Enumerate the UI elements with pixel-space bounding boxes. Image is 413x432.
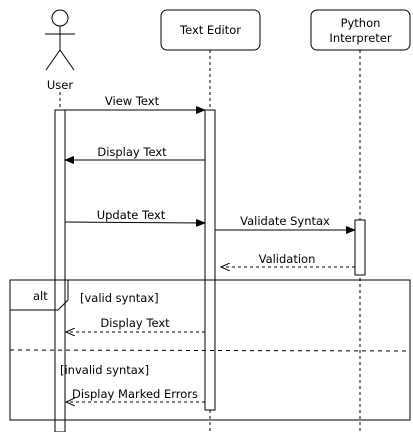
editor-activation (204, 109, 216, 411)
message-view-text: View Text (65, 94, 206, 114)
user-actor[interactable]: User (45, 9, 75, 92)
user-label: User (47, 78, 73, 92)
message-label: Display Text (100, 316, 170, 330)
message-label: Validate Syntax (240, 214, 330, 228)
editor-label: Text Editor (179, 23, 241, 37)
guard-invalid-syntax: [invalid syntax] (60, 363, 149, 377)
message-display-text-valid: Display Text (66, 316, 205, 332)
python-label-line1: Python (341, 16, 381, 30)
message-update-text: Update Text (64, 208, 206, 227)
message-label: Validation (259, 252, 316, 266)
message-label: Display Text (97, 145, 167, 159)
guard-valid-syntax: [valid syntax] (80, 291, 159, 305)
message-display-text: Display Text (64, 145, 205, 164)
text-editor-participant[interactable]: Text Editor (160, 9, 261, 51)
python-label-line2: Interpreter (329, 31, 391, 45)
message-label: Update Text (97, 208, 166, 222)
message-validate-syntax: Validate Syntax (215, 214, 356, 234)
alt-fragment: alt [valid syntax] [invalid syntax] (9, 279, 411, 421)
alt-operator-tab (10, 280, 69, 311)
message-label: View Text (105, 94, 160, 108)
message-validation: Validation (221, 252, 355, 267)
python-activation (354, 219, 366, 276)
python-interpreter-participant[interactable]: Python Interpreter (310, 9, 411, 51)
message-label: Display Marked Errors (72, 387, 198, 401)
actor-head (51, 9, 69, 27)
message-display-marked-errors: Display Marked Errors (66, 387, 205, 402)
alt-separator (9, 349, 411, 352)
alt-operator-label: alt (33, 289, 48, 303)
user-activation (54, 109, 66, 432)
